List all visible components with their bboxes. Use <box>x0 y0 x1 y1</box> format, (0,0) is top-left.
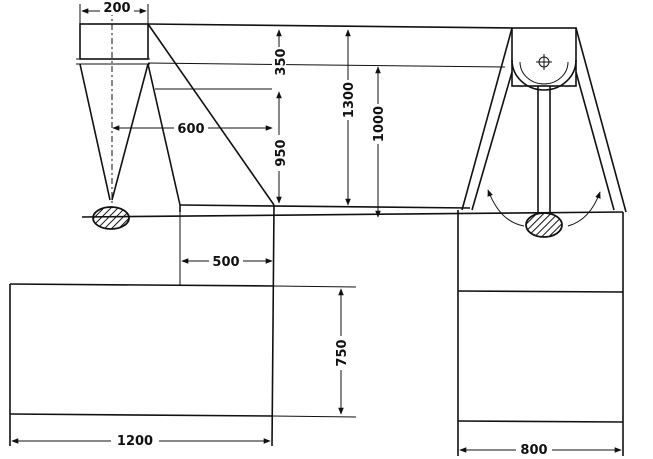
label-200: 200 <box>103 1 130 16</box>
right-support-assembly <box>461 27 627 238</box>
left-block-right <box>271 204 275 447</box>
left-hatched-section <box>92 206 130 230</box>
base-line <box>179 204 471 209</box>
label-1000: 1000 <box>372 106 387 142</box>
label-500: 500 <box>212 255 239 270</box>
frame-lines <box>81 23 624 218</box>
right-block-top <box>457 290 624 293</box>
baseline-axis <box>81 211 624 218</box>
label-1200: 1200 <box>117 434 153 449</box>
long-diagonal <box>147 23 275 206</box>
label-1300: 1300 <box>342 82 357 118</box>
left-cone-assembly <box>76 10 275 230</box>
left-block-bottom <box>9 413 273 417</box>
dimension-labels: 200 350 950 600 1300 1000 500 750 1200 8… <box>100 0 552 458</box>
bearing-arc <box>511 59 577 91</box>
right-frame-outer-right <box>575 27 627 213</box>
left-block-ext-bottom <box>271 415 357 418</box>
right-frame-inner-right <box>575 71 615 211</box>
left-top-box <box>79 23 149 60</box>
right-frame-outer-left <box>461 27 513 211</box>
left-block-ext-top <box>273 285 357 288</box>
label-750: 750 <box>335 339 350 366</box>
right-top-block <box>511 27 577 87</box>
lower-blocks <box>9 204 624 456</box>
upper-ref-line <box>147 62 506 68</box>
right-frame-inner-left <box>471 71 513 211</box>
swing-arrow-right <box>567 191 601 227</box>
swing-arrow-left <box>487 189 525 227</box>
label-800: 800 <box>520 443 547 458</box>
label-950: 950 <box>274 139 289 166</box>
left-block-top <box>9 283 275 287</box>
inner-cone-left <box>79 63 111 201</box>
top-line <box>147 23 513 29</box>
right-hatched-section <box>525 212 563 238</box>
label-350: 350 <box>274 48 289 75</box>
outer-cone-side <box>147 63 181 206</box>
inner-cone-right <box>111 63 149 201</box>
right-block-bottom <box>457 420 624 423</box>
label-600: 600 <box>177 122 204 137</box>
bearing-arc-inner <box>519 61 569 85</box>
